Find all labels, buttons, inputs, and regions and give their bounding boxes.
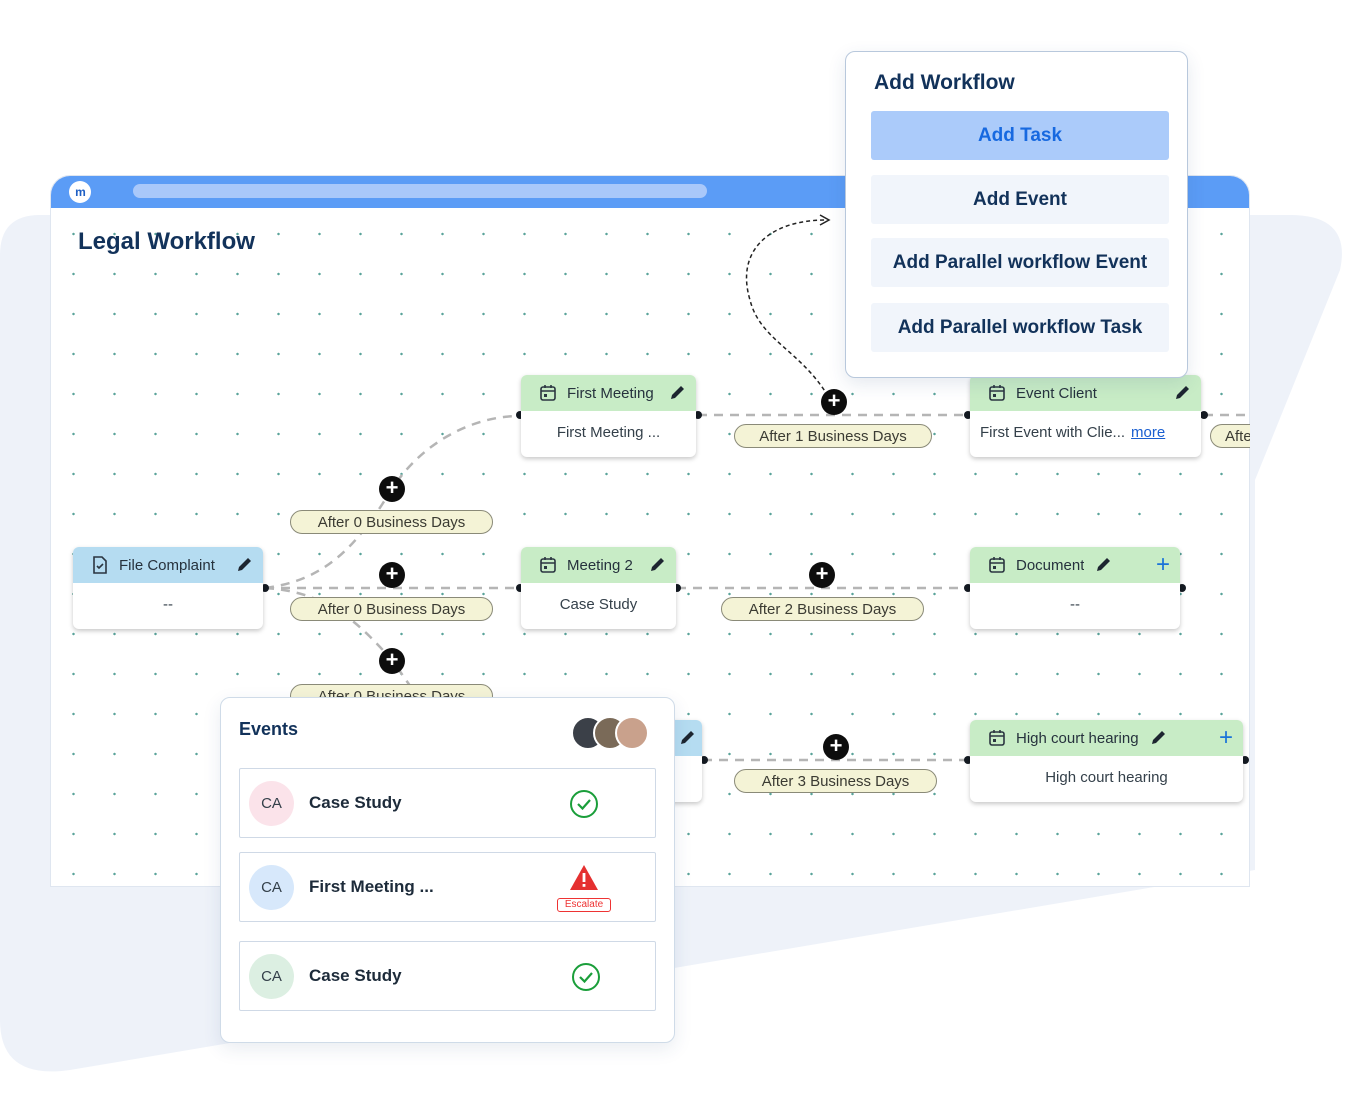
node-body: First Event with Clie... more bbox=[970, 411, 1201, 453]
event-name: Case Study bbox=[309, 966, 402, 985]
edit-pencil-icon[interactable] bbox=[668, 384, 686, 402]
node-first-meeting[interactable]: First Meeting First Meeting ... bbox=[521, 375, 696, 457]
add-event-button[interactable]: Add Event bbox=[871, 175, 1169, 224]
connector-dot[interactable] bbox=[261, 584, 269, 592]
warning-triangle-icon bbox=[568, 862, 600, 894]
add-plus-icon[interactable]: + bbox=[1155, 551, 1170, 578]
node-high-court-hearing[interactable]: High court hearing + High court hearing bbox=[970, 720, 1243, 802]
add-step-button[interactable]: + bbox=[809, 562, 835, 588]
connector-dot[interactable] bbox=[964, 756, 972, 764]
connector-dot[interactable] bbox=[700, 756, 708, 764]
calendar-icon bbox=[988, 556, 1006, 574]
escalate-badge[interactable]: Escalate bbox=[557, 898, 611, 912]
edit-pencil-icon[interactable] bbox=[648, 556, 666, 574]
add-step-button[interactable]: + bbox=[379, 562, 405, 588]
calendar-icon bbox=[539, 384, 557, 402]
node-title: First Meeting bbox=[567, 384, 654, 402]
node-header: First Meeting bbox=[521, 375, 696, 411]
check-circle-icon bbox=[568, 788, 600, 820]
add-step-button[interactable]: + bbox=[823, 734, 849, 760]
node-meeting-2[interactable]: Meeting 2 Case Study bbox=[521, 547, 676, 629]
node-title: Event Client bbox=[1016, 384, 1097, 402]
add-workflow-popup: Add Workflow Add Task Add Event Add Para… bbox=[845, 51, 1188, 378]
connector-dot[interactable] bbox=[516, 584, 524, 592]
delay-pill[interactable]: After 2 Business Days bbox=[721, 597, 924, 621]
connector-dot[interactable] bbox=[1200, 411, 1208, 419]
events-panel: Events CA Case Study CA First Meeting ..… bbox=[220, 697, 675, 1043]
event-row[interactable]: CA Case Study bbox=[239, 941, 656, 1011]
connector-dot[interactable] bbox=[673, 584, 681, 592]
address-bar[interactable] bbox=[133, 184, 707, 198]
add-step-button[interactable]: + bbox=[379, 648, 405, 674]
node-body-text: First Event with Clie... bbox=[980, 423, 1126, 441]
event-row[interactable]: CA Case Study bbox=[239, 768, 656, 838]
node-header: Document + bbox=[970, 547, 1180, 583]
connector-dot[interactable] bbox=[964, 584, 972, 592]
node-title: File Complaint bbox=[119, 556, 215, 574]
node-header: Meeting 2 bbox=[521, 547, 676, 583]
check-circle-icon bbox=[570, 961, 602, 993]
node-title: Meeting 2 bbox=[567, 556, 633, 574]
avatar-group[interactable] bbox=[571, 716, 651, 752]
delay-pill[interactable]: After 1 Business Days bbox=[734, 424, 932, 448]
avatar bbox=[615, 716, 649, 750]
node-event-client[interactable]: Event Client First Event with Clie... mo… bbox=[970, 375, 1201, 457]
delay-pill[interactable]: After 3 Business Days bbox=[734, 769, 937, 793]
calendar-icon bbox=[988, 729, 1006, 747]
add-parallel-task-button[interactable]: Add Parallel workflow Task bbox=[871, 303, 1169, 352]
page-title: Legal Workflow bbox=[78, 228, 255, 255]
event-badge: CA bbox=[249, 865, 294, 910]
delay-pill[interactable]: Afte bbox=[1210, 424, 1250, 448]
node-file-complaint[interactable]: File Complaint -- bbox=[73, 547, 263, 629]
event-badge: CA bbox=[249, 781, 294, 826]
connector-dot[interactable] bbox=[1178, 584, 1186, 592]
add-task-button[interactable]: Add Task bbox=[871, 111, 1169, 160]
node-body: Case Study bbox=[559, 595, 638, 613]
delay-pill[interactable]: After 0 Business Days bbox=[290, 597, 493, 621]
node-header: High court hearing + bbox=[970, 720, 1243, 756]
delay-pill[interactable]: After 0 Business Days bbox=[290, 510, 493, 534]
node-title: Document bbox=[1016, 556, 1085, 574]
event-name: First Meeting ... bbox=[309, 877, 434, 896]
calendar-icon bbox=[539, 556, 557, 574]
node-body: High court hearing bbox=[1045, 768, 1168, 786]
popup-title: Add Workflow bbox=[874, 71, 1015, 94]
event-badge: CA bbox=[249, 954, 294, 999]
more-link[interactable]: more bbox=[1131, 423, 1166, 441]
edit-pencil-icon[interactable] bbox=[1173, 384, 1191, 402]
node-body: -- bbox=[163, 595, 173, 613]
add-step-button[interactable]: + bbox=[821, 389, 847, 415]
app-logo-icon: m bbox=[69, 181, 91, 203]
node-header: Event Client bbox=[970, 375, 1201, 411]
node-body: -- bbox=[1070, 595, 1080, 613]
edit-pencil-icon[interactable] bbox=[235, 556, 253, 574]
node-document[interactable]: Document + -- bbox=[970, 547, 1180, 629]
event-name: Case Study bbox=[309, 793, 402, 812]
add-step-button[interactable]: + bbox=[379, 476, 405, 502]
node-body: First Meeting ... bbox=[556, 423, 661, 441]
edit-pencil-icon[interactable] bbox=[1149, 729, 1167, 747]
node-title: High court hearing bbox=[1016, 729, 1139, 747]
document-icon bbox=[91, 556, 109, 574]
connector-dot[interactable] bbox=[964, 411, 972, 419]
edit-pencil-icon[interactable] bbox=[678, 729, 696, 747]
node-header: File Complaint bbox=[73, 547, 263, 583]
add-parallel-event-button[interactable]: Add Parallel workflow Event bbox=[871, 238, 1169, 287]
add-plus-icon[interactable]: + bbox=[1218, 724, 1233, 751]
edit-pencil-icon[interactable] bbox=[1094, 556, 1112, 574]
event-row[interactable]: CA First Meeting ... Escalate bbox=[239, 852, 656, 922]
connector-dot[interactable] bbox=[516, 411, 524, 419]
connector-dot[interactable] bbox=[1241, 756, 1249, 764]
calendar-icon bbox=[988, 384, 1006, 402]
events-title: Events bbox=[239, 719, 299, 739]
connector-dot[interactable] bbox=[694, 411, 702, 419]
